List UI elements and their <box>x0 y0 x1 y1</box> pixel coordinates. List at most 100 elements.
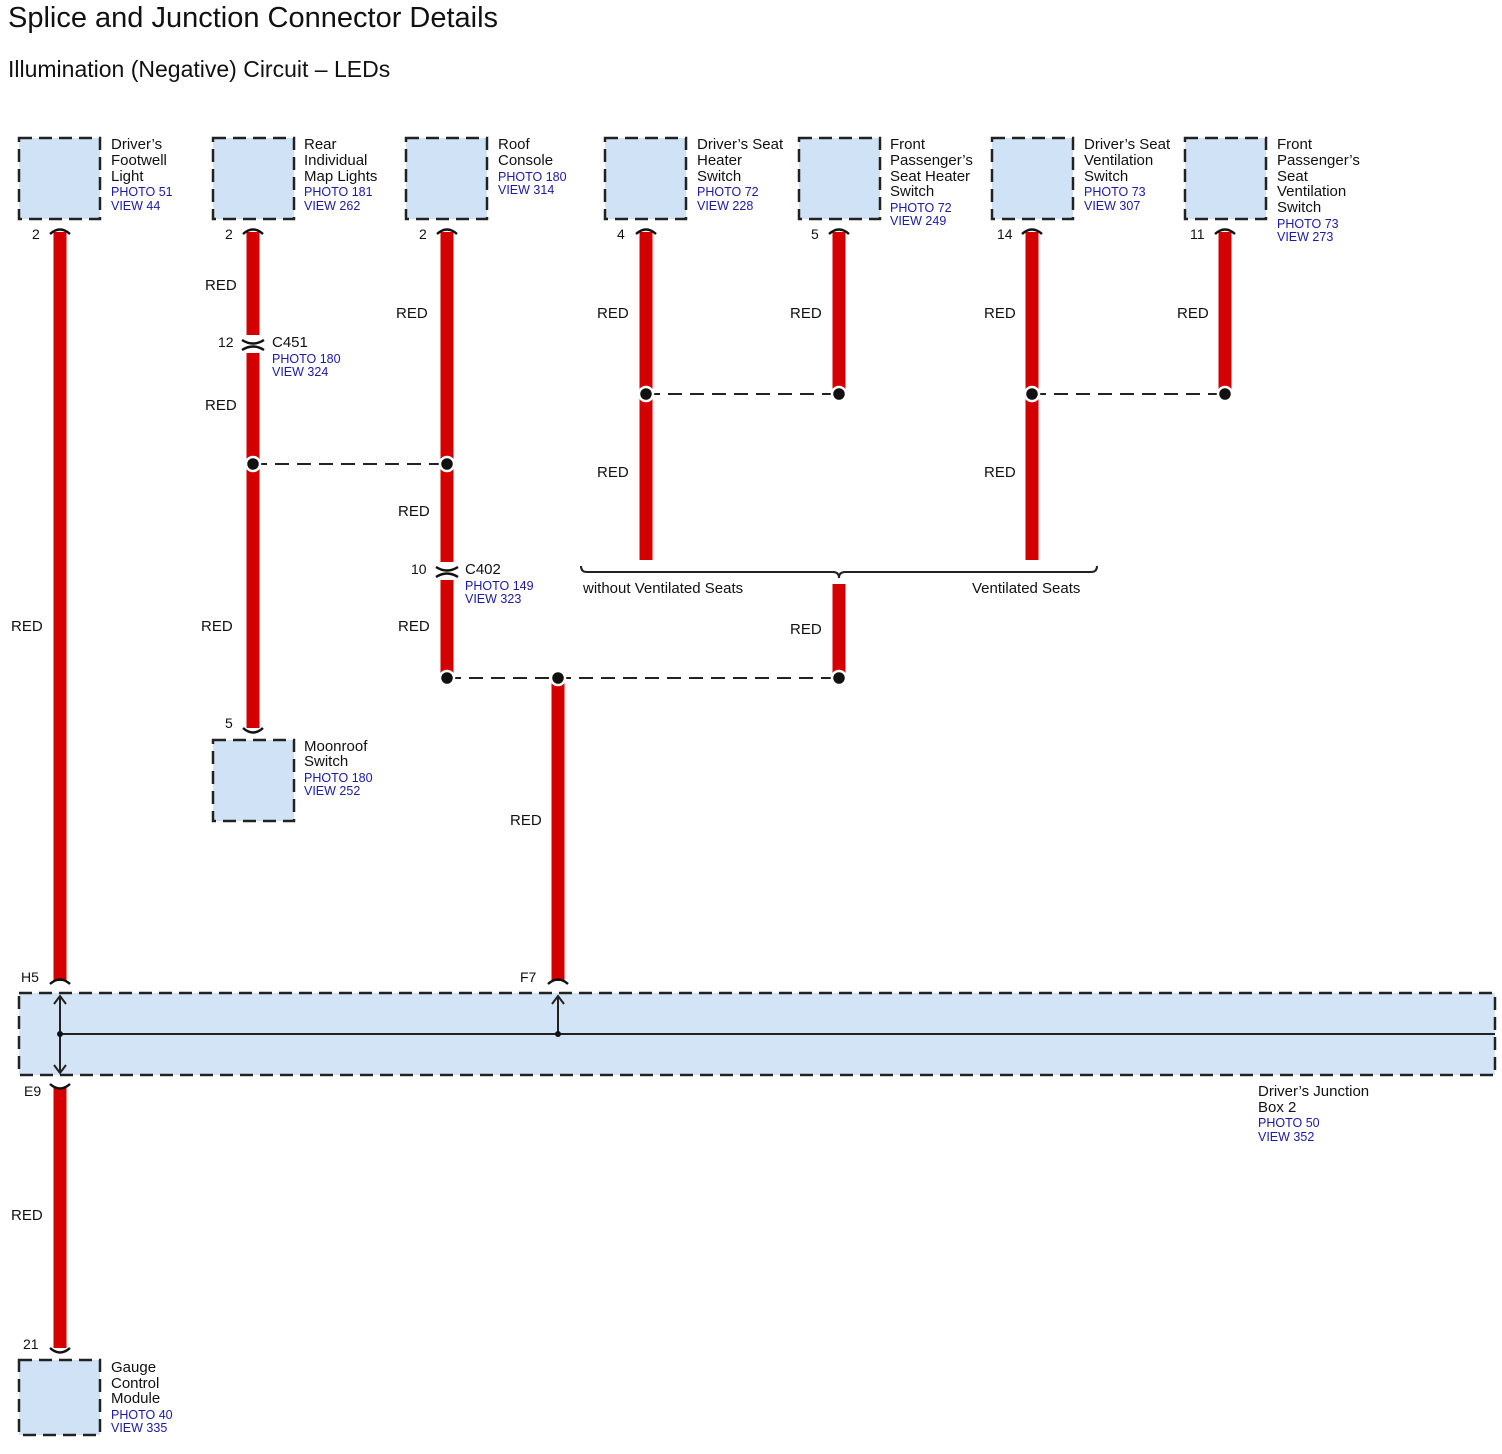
wire-color-label: RED <box>398 618 430 635</box>
photo-link[interactable]: PHOTO 72 <box>697 185 759 199</box>
photo-link[interactable]: PHOTO 51 <box>111 185 173 199</box>
photo-link[interactable]: PHOTO 50 <box>1258 1116 1320 1130</box>
pin-number: 2 <box>225 226 233 242</box>
splice-dot <box>1216 385 1234 403</box>
pin-number: F7 <box>520 969 537 985</box>
moonroof-switch-label: Moonroof Switch PHOTO 180 VIEW 252 <box>304 738 373 798</box>
name-line: Heater <box>697 152 742 169</box>
roof-console-box[interactable] <box>404 136 489 221</box>
view-link[interactable]: VIEW 273 <box>1277 230 1333 244</box>
view-link[interactable]: VIEW 352 <box>1258 1130 1314 1144</box>
wire-color-label: RED <box>510 812 542 829</box>
wire-color-label: RED <box>1177 305 1209 322</box>
splice-dot <box>244 455 262 473</box>
name-line: Light <box>111 168 144 185</box>
view-link[interactable]: VIEW 252 <box>304 784 360 798</box>
name-line: Front <box>890 136 926 153</box>
c451-label: 12 C451 PHOTO 180 VIEW 324 <box>218 334 341 379</box>
wire-color-label: RED <box>597 464 629 481</box>
pin-number: 14 <box>997 226 1013 242</box>
name-line: Driver’s Junction <box>1258 1083 1369 1100</box>
view-link[interactable]: VIEW 324 <box>272 365 328 379</box>
photo-link[interactable]: PHOTO 180 <box>272 352 341 366</box>
passenger-seat-heater-switch-label: Front Passenger’s Seat Heater Switch PHO… <box>890 136 973 228</box>
rear-map-lights-label: Rear Individual Map Lights PHOTO 181 VIE… <box>304 136 377 213</box>
name-line: Footwell <box>111 152 167 169</box>
photo-link[interactable]: PHOTO 181 <box>304 185 373 199</box>
cap <box>435 572 459 579</box>
cap <box>436 228 458 235</box>
name-line: Driver’s Seat <box>1084 136 1171 153</box>
wire-color-label: RED <box>984 464 1016 481</box>
roof-console-label: Roof Console PHOTO 180 VIEW 314 <box>498 136 567 197</box>
name-line: Individual <box>304 152 367 169</box>
wire-color-label: RED <box>396 305 428 322</box>
photo-link[interactable]: PHOTO 72 <box>890 201 952 215</box>
cap <box>242 727 264 734</box>
view-link[interactable]: VIEW 335 <box>111 1421 167 1435</box>
connector-name: C451 <box>272 334 308 351</box>
view-link[interactable]: VIEW 228 <box>697 199 753 213</box>
gauge-control-module-label: Gauge Control Module PHOTO 40 VIEW 335 <box>111 1359 173 1435</box>
pin-number: H5 <box>21 969 39 985</box>
splice-dot <box>438 455 456 473</box>
arrow-head <box>551 994 565 1005</box>
name-line: Ventilation <box>1277 183 1346 200</box>
name-line: Passenger’s <box>1277 152 1360 169</box>
cap <box>828 228 850 235</box>
page-title: Splice and Junction Connector Details <box>8 2 499 34</box>
cap <box>547 978 569 985</box>
rear-map-lights-box[interactable] <box>211 136 296 221</box>
splice-dots <box>244 385 1234 687</box>
driver-seat-ventilation-switch-label: Driver’s Seat Ventilation Switch PHOTO 7… <box>1084 136 1171 213</box>
view-link[interactable]: VIEW 307 <box>1084 199 1140 213</box>
name-line: Seat <box>1277 168 1309 185</box>
photo-link[interactable]: PHOTO 180 <box>304 771 373 785</box>
wire-color-label: RED <box>790 621 822 638</box>
passenger-seat-ventilation-switch-label: Front Passenger’s Seat Ventilation Switc… <box>1277 136 1360 244</box>
moonroof-switch-box[interactable] <box>211 738 296 823</box>
view-link[interactable]: VIEW 44 <box>111 199 160 213</box>
name-line: Ventilation <box>1084 152 1153 169</box>
wire-color-label: RED <box>205 277 237 294</box>
pin-number: 4 <box>617 226 625 242</box>
photo-link[interactable]: PHOTO 73 <box>1084 185 1146 199</box>
junction-node <box>555 1031 561 1037</box>
inline-connector-c402[interactable] <box>435 565 459 579</box>
photo-link[interactable]: PHOTO 40 <box>111 1408 173 1422</box>
inline-connector-c451[interactable] <box>241 338 265 352</box>
option-bracket <box>580 565 1098 579</box>
page-subtitle: Illumination (Negative) Circuit – LEDs <box>8 56 391 82</box>
photo-link[interactable]: PHOTO 73 <box>1277 217 1339 231</box>
name-line: Control <box>111 1375 159 1392</box>
view-link[interactable]: VIEW 249 <box>890 214 946 228</box>
pin-number: 2 <box>32 226 40 242</box>
driver-seat-heater-switch-box[interactable] <box>603 136 688 221</box>
name-line: Box 2 <box>1258 1099 1296 1116</box>
junction-node <box>57 1031 63 1037</box>
view-link[interactable]: VIEW 323 <box>465 592 521 606</box>
driver-seat-ventilation-switch-box[interactable] <box>990 136 1075 221</box>
name-line: Module <box>111 1390 160 1407</box>
view-link[interactable]: VIEW 314 <box>498 183 554 197</box>
name-line: Driver’s Seat <box>697 136 784 153</box>
wire-color-label: RED <box>11 618 43 635</box>
pin-number: 2 <box>419 226 427 242</box>
pin-number: 11 <box>1190 226 1205 242</box>
name-line: Front <box>1277 136 1313 153</box>
cap <box>49 228 71 235</box>
photo-link[interactable]: PHOTO 180 <box>498 170 567 184</box>
view-link[interactable]: VIEW 262 <box>304 199 360 213</box>
splice-dot <box>1023 385 1041 403</box>
pin-number: 21 <box>23 1336 39 1352</box>
gauge-control-module-box[interactable] <box>17 1358 102 1437</box>
name-line: Rear <box>304 136 337 153</box>
wire-color-label: RED <box>205 397 237 414</box>
passenger-seat-heater-switch-box[interactable] <box>797 136 882 221</box>
passenger-seat-ventilation-switch-box[interactable] <box>1183 136 1268 221</box>
splice-dot <box>637 385 655 403</box>
footwell-light-label: Driver’s Footwell Light PHOTO 51 VIEW 44 <box>111 136 173 213</box>
footwell-light-box[interactable] <box>17 136 102 221</box>
photo-link[interactable]: PHOTO 149 <box>465 579 534 593</box>
